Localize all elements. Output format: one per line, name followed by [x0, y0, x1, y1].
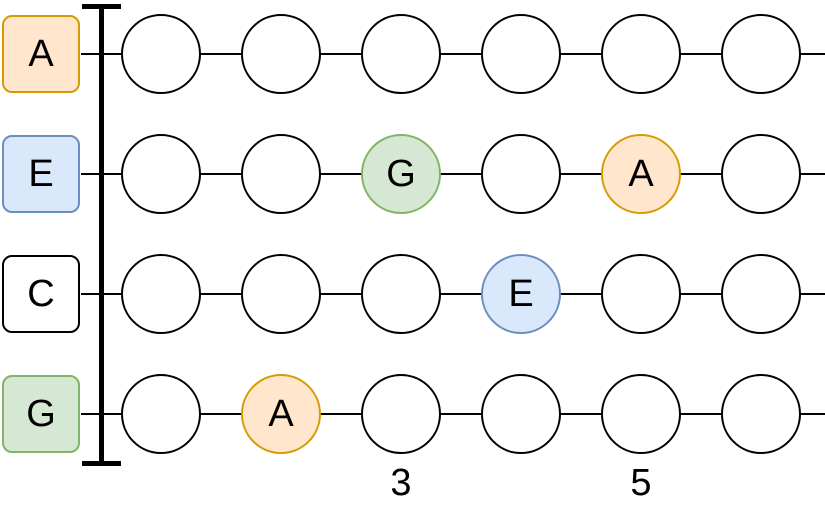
fret-position	[601, 374, 681, 454]
open-string-note: E	[2, 135, 80, 213]
fret-note: A	[601, 134, 681, 214]
fret-number-label: 5	[630, 462, 652, 504]
fret-position	[241, 14, 321, 94]
fret-position	[121, 134, 201, 214]
fret-position	[721, 14, 801, 94]
string-line	[81, 293, 825, 295]
nut-bar	[99, 4, 104, 464]
string-line	[81, 53, 825, 55]
fret-position	[121, 374, 201, 454]
fret-position	[361, 14, 441, 94]
fret-number-label: 3	[390, 462, 412, 504]
fret-position	[121, 254, 201, 334]
fret-position	[121, 14, 201, 94]
nut-cap-top	[82, 4, 121, 9]
fret-note: E	[481, 254, 561, 334]
fret-position	[241, 134, 321, 214]
fret-position	[241, 254, 321, 334]
string-line	[81, 173, 825, 175]
string-line	[81, 413, 825, 415]
open-string-note: C	[2, 255, 80, 333]
fret-position	[361, 254, 441, 334]
fret-position	[601, 254, 681, 334]
fret-position	[481, 134, 561, 214]
fret-note: G	[361, 134, 441, 214]
fret-position	[721, 254, 801, 334]
fret-position	[601, 14, 681, 94]
fret-note: A	[241, 374, 321, 454]
open-string-note: A	[2, 15, 80, 93]
fret-position	[481, 14, 561, 94]
fret-position	[721, 374, 801, 454]
fret-position	[361, 374, 441, 454]
fret-position	[721, 134, 801, 214]
fret-position	[481, 374, 561, 454]
nut-cap-bottom	[82, 461, 121, 466]
open-string-note: G	[2, 375, 80, 453]
